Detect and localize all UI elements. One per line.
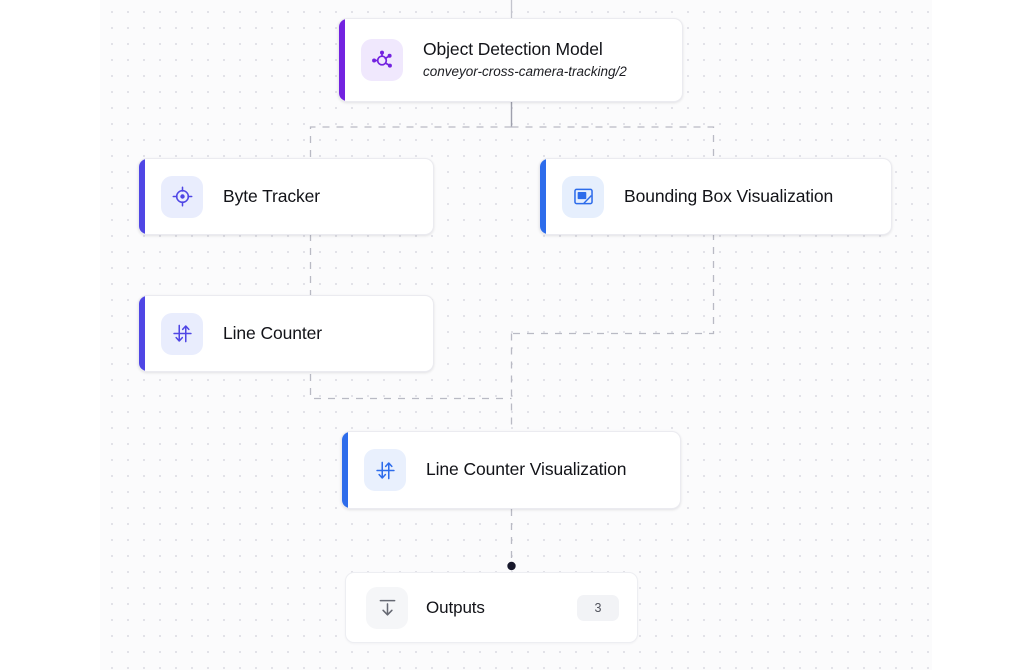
node-accent-bar bbox=[339, 19, 345, 101]
node-title: Line Counter bbox=[223, 322, 323, 343]
image-box-icon bbox=[562, 175, 604, 218]
node-title: Outputs bbox=[426, 597, 485, 617]
outputs-count-badge: 3 bbox=[577, 594, 619, 621]
node-accent-bar bbox=[139, 296, 145, 371]
node-subtitle: conveyor-cross-camera-tracking/2 bbox=[423, 64, 627, 80]
node-title: Byte Tracker bbox=[223, 185, 321, 206]
node-title: Bounding Box Visualization bbox=[624, 185, 834, 206]
crosshair-target-icon bbox=[161, 175, 203, 218]
node-title: Line Counter Visualization bbox=[426, 459, 627, 480]
node-bounding-box-visualization[interactable]: Bounding Box Visualization bbox=[539, 158, 892, 235]
node-object-detection-model[interactable]: Object Detection Model conveyor-cross-ca… bbox=[338, 18, 683, 102]
node-accent-bar bbox=[540, 159, 546, 234]
node-accent-bar bbox=[139, 159, 145, 234]
model-graph-icon bbox=[361, 39, 403, 81]
line-counter-arrows-icon bbox=[161, 312, 203, 355]
line-counter-arrows-icon bbox=[364, 449, 406, 491]
dot-grid-background bbox=[100, 0, 932, 670]
node-outputs[interactable]: Outputs 3 bbox=[345, 572, 638, 643]
node-byte-tracker[interactable]: Byte Tracker bbox=[138, 158, 434, 235]
node-line-counter-visualization[interactable]: Line Counter Visualization bbox=[341, 431, 681, 509]
node-line-counter[interactable]: Line Counter bbox=[138, 295, 434, 372]
node-accent-bar bbox=[342, 432, 348, 508]
node-title: Object Detection Model bbox=[423, 39, 603, 60]
output-download-icon bbox=[366, 586, 408, 629]
